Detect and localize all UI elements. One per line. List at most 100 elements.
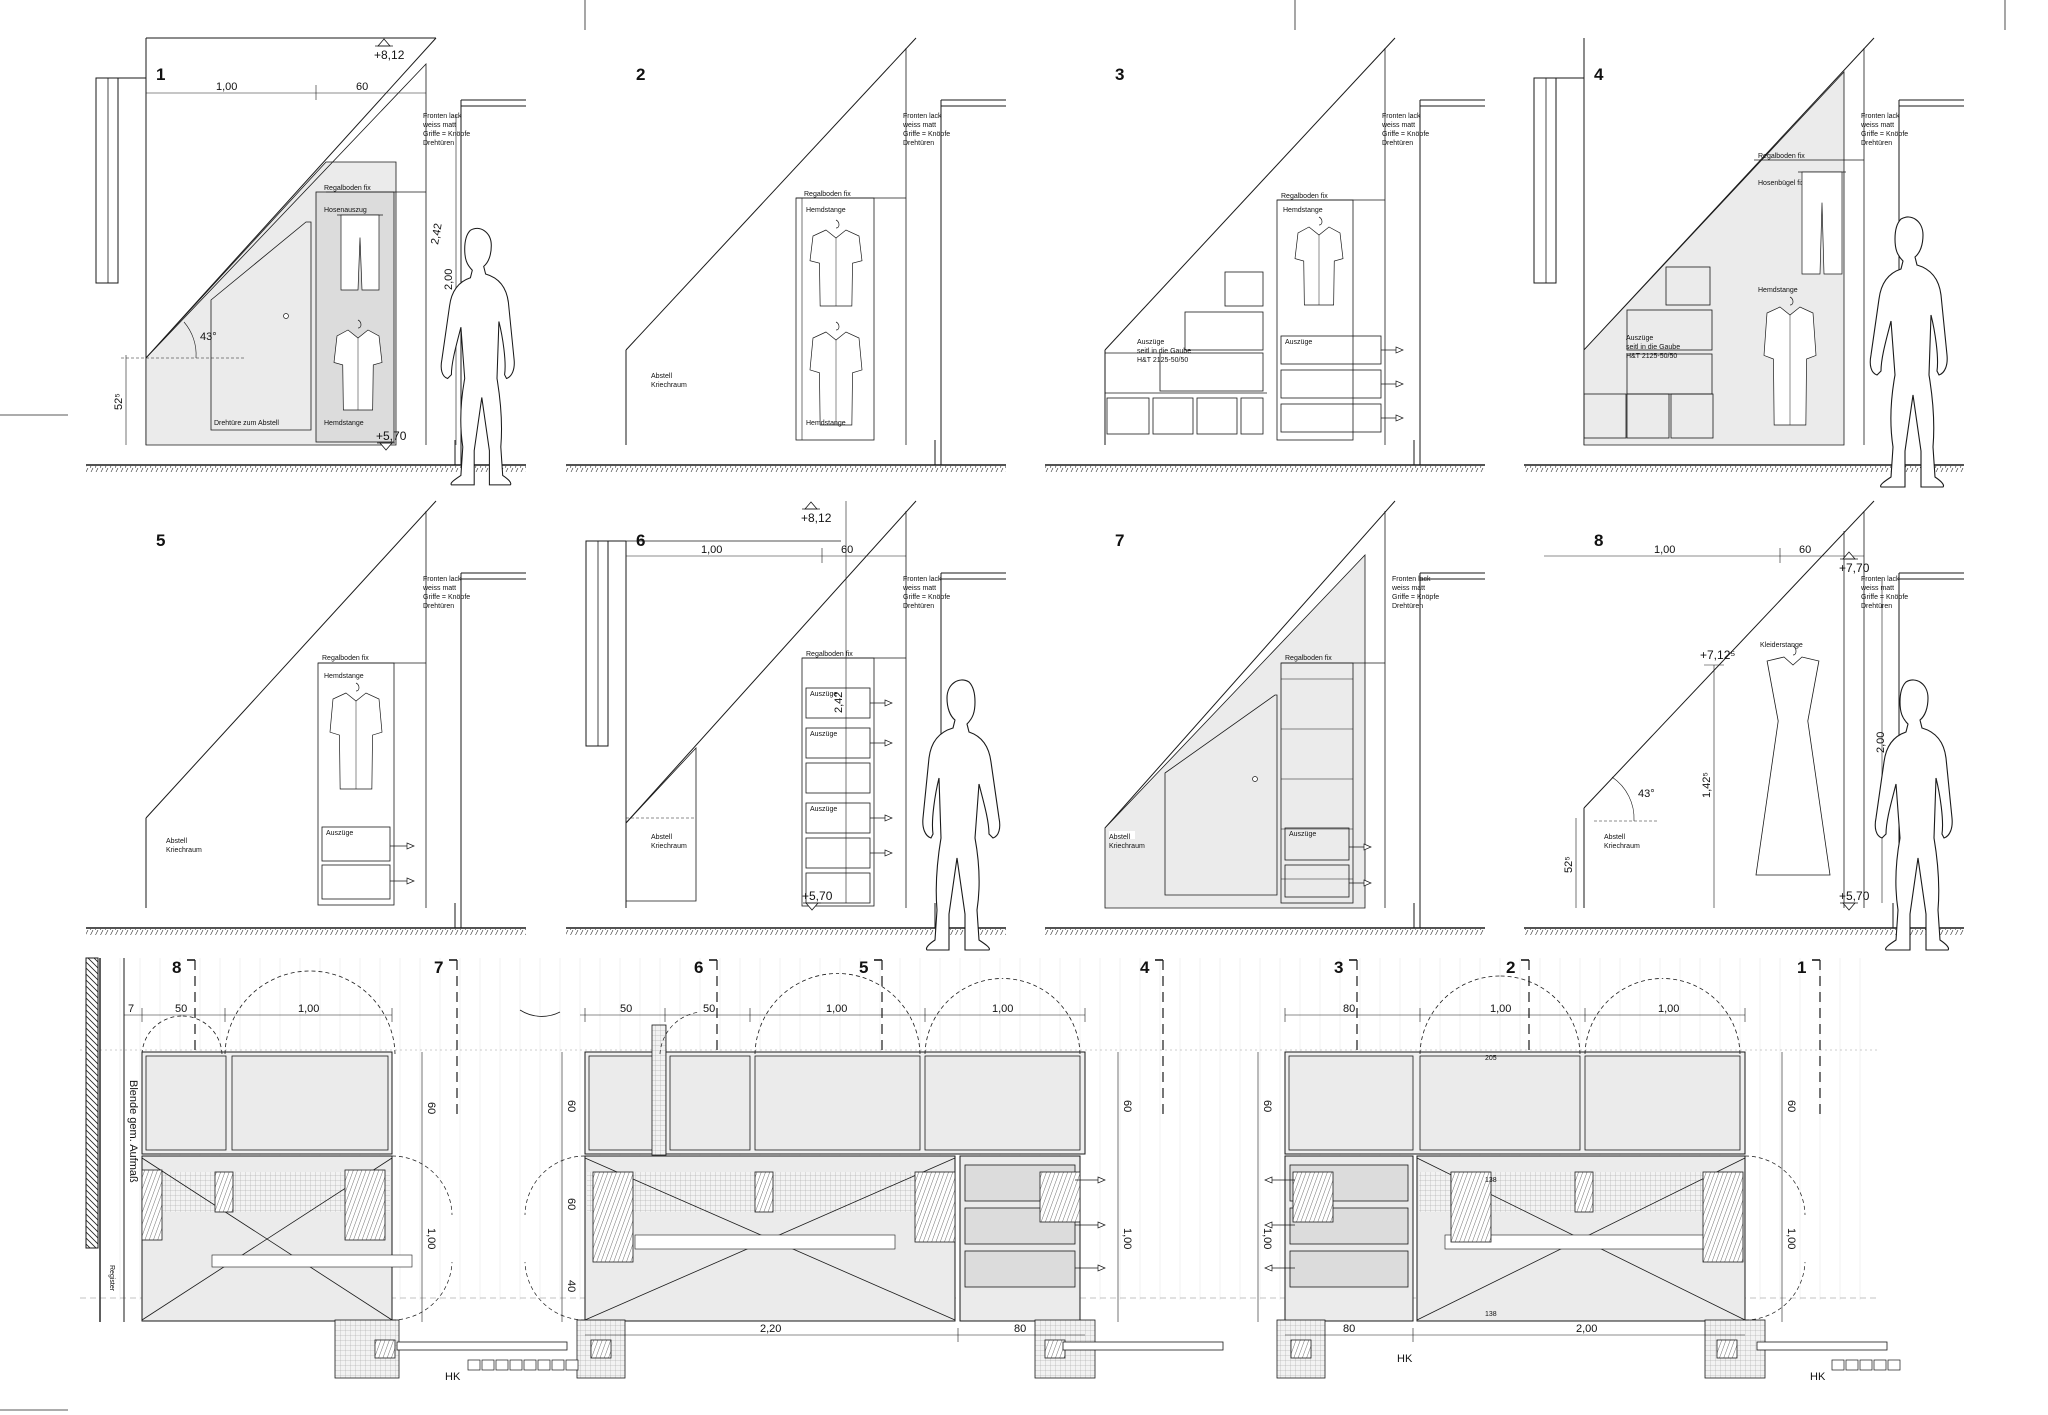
level-marker: +8,12 [374, 38, 405, 62]
rail-label: Hemdstange [1283, 207, 1323, 214]
floor-hatch [566, 466, 1006, 472]
storage-label: Kriechraum [1109, 843, 1145, 850]
shelf-label: Regalboden fix [322, 655, 369, 662]
shirt-on-hanger [809, 219, 863, 307]
heater-fin [495, 1359, 509, 1371]
hanger-hook [355, 682, 360, 692]
front-spec-label: Fronten lack [423, 113, 462, 120]
exterior-wall [85, 957, 99, 1249]
dimension-knee: 52⁵ [1563, 856, 1575, 873]
drawers-left-label: H&T 2125-50/50 [1137, 357, 1188, 364]
floor-hatch [1045, 466, 1485, 472]
front-spec-label: Fronten lack [1382, 113, 1421, 120]
front-spec-label: Drehtüren [903, 603, 934, 610]
storage-label: Abstell [166, 838, 187, 845]
dress-outline [1755, 656, 1831, 876]
shirt-on-hanger [329, 682, 383, 790]
trouser-outline [1801, 171, 1843, 275]
storage-label: Abstell [1604, 834, 1625, 841]
faint-dimension: 205 [1485, 1055, 1497, 1062]
drawer [964, 1250, 1076, 1288]
heater-post [1290, 1339, 1312, 1359]
pull-arrow-head [1097, 1176, 1106, 1184]
pull-arrow-head [1395, 414, 1404, 422]
faint-dimension: 138 [1485, 1311, 1497, 1318]
drawer [1184, 311, 1264, 351]
shelf-label: Regalboden fix [324, 185, 371, 192]
drawer [1626, 393, 1670, 439]
dimension-top: 1,00 [992, 1003, 1013, 1015]
front-spec-label: weiss matt [1381, 122, 1415, 129]
dormer-wall [1533, 77, 1557, 284]
dimension-bottom: 2,20 [760, 1323, 781, 1335]
drawers-right-label: Auszüge [1285, 339, 1312, 346]
partition-post [651, 1024, 667, 1156]
drawers-left-label: seitl in die Gaube [1137, 348, 1191, 355]
door-swing [141, 1015, 183, 1055]
heater-fin [537, 1359, 551, 1371]
level-value: +5,70 [1839, 889, 1870, 903]
drawers-label: H&T 2125-50/50 [1626, 353, 1677, 360]
front-spec-label: Griffe = Knöpfe [423, 594, 470, 601]
heater-post [1044, 1339, 1066, 1359]
level-triangle [379, 442, 393, 451]
heater-fin [1859, 1359, 1873, 1371]
heater-rail [1756, 1341, 1888, 1351]
level-marker: +5,70 [1839, 889, 1870, 911]
door-swing [224, 970, 311, 1055]
door-swing [1744, 1261, 1806, 1321]
floor-hatch [86, 929, 526, 935]
dimension-side: 40 [565, 1280, 577, 1292]
front-spec-label: weiss matt [902, 122, 936, 129]
door-swing [1662, 978, 1741, 1055]
front-spec-label: weiss matt [422, 122, 456, 129]
dormer-wall [95, 77, 119, 284]
roof-slope [1104, 37, 1396, 351]
storage-outline [625, 746, 697, 902]
front-spec-label: Drehtüren [423, 603, 454, 610]
heater-fin [1845, 1359, 1859, 1371]
person-silhouette [440, 227, 515, 486]
post [592, 1171, 634, 1263]
dimension-side: 1,00 [1785, 1228, 1797, 1249]
elevation-number: 4 [1594, 65, 1604, 84]
front-spec-label: Fronten lack [1861, 113, 1900, 120]
heater-label: HK [1397, 1353, 1413, 1365]
front-spec-label: Fronten lack [1392, 576, 1431, 583]
heater-rail [396, 1341, 568, 1351]
rail-label: Kleiderstange [1760, 642, 1803, 649]
level-triangle [805, 902, 819, 911]
dimension-width-left: 1,00 [701, 544, 722, 556]
front-spec-label: weiss matt [1391, 585, 1425, 592]
shelf-label: Regalboden fix [1281, 193, 1328, 200]
angle-arc [183, 321, 197, 359]
person-outline [440, 227, 515, 486]
section-mark-number: 7 [434, 958, 443, 977]
pull-arrow-head [406, 877, 415, 885]
drawer [1159, 352, 1264, 392]
section-mark-number: 2 [1506, 958, 1515, 977]
wall-label: Blende gem. Aufmaß [127, 1080, 139, 1183]
hanger-label: Hosenbügel fix [1758, 180, 1805, 187]
post [141, 1169, 163, 1241]
roof-slope [145, 500, 437, 819]
label-mask [1109, 831, 1135, 839]
storage-door [1164, 694, 1278, 896]
pull-arrow-head [406, 842, 415, 850]
drawer [1280, 403, 1382, 433]
post [1450, 1171, 1492, 1243]
rail-rect [634, 1234, 896, 1250]
door-swing [1744, 1155, 1806, 1216]
dimension-top: 1,00 [1490, 1003, 1511, 1015]
dimension-side: 1,00 [425, 1228, 437, 1249]
roof-slope [625, 500, 917, 824]
drawer [1284, 864, 1350, 898]
level-triangle [804, 501, 818, 510]
door-swing [837, 973, 921, 1055]
